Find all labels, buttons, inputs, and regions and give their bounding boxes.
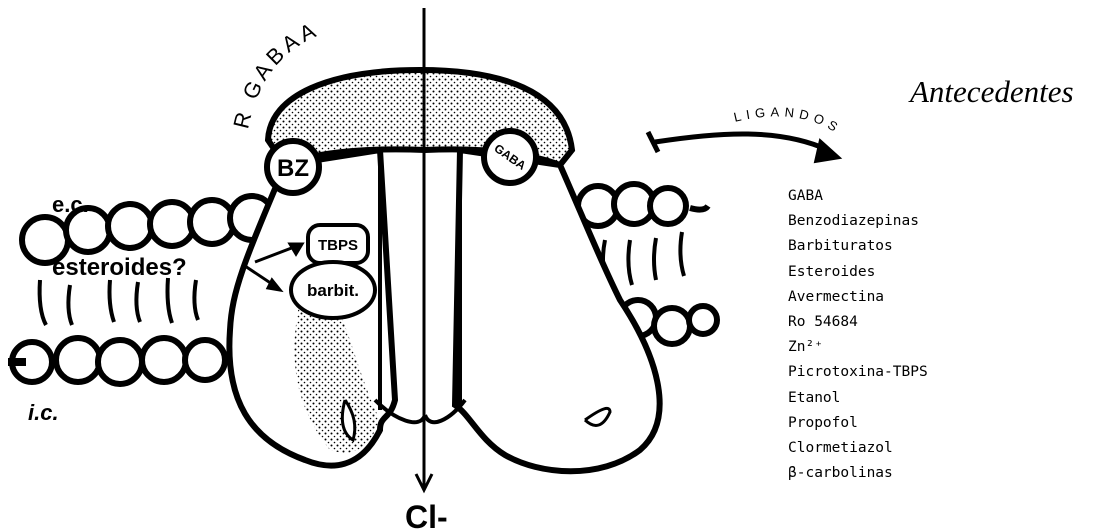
- ligand-item: Esteroides: [788, 260, 928, 285]
- tbps-site-label: TBPS: [318, 237, 358, 254]
- ligand-item: Picrotoxina-TBPS: [788, 360, 928, 385]
- ligand-item: Benzodiazepinas: [788, 209, 928, 234]
- chloride-ion-label: Cl-: [405, 499, 448, 530]
- esteroides-label: esteroides?: [52, 254, 187, 281]
- bz-site-label: BZ: [277, 155, 309, 182]
- ligand-item: Ro 54684: [788, 310, 928, 335]
- ligand-item: Clormetiazol: [788, 436, 928, 461]
- ligand-item: Propofol: [788, 411, 928, 436]
- ligandos-arrow: [648, 132, 840, 162]
- ligand-item: GABA: [788, 184, 928, 209]
- section-heading: Antecedentes: [910, 74, 1074, 110]
- ligand-item: Avermectina: [788, 285, 928, 310]
- ligand-list: GABA Benzodiazepinas Barbituratos Estero…: [788, 184, 928, 486]
- extracellular-label: e.c.: [52, 192, 89, 217]
- intracellular-label: i.c.: [28, 400, 59, 425]
- ligand-item: Barbituratos: [788, 234, 928, 259]
- barbit-site-label: barbit.: [307, 281, 359, 300]
- ligand-item: Zn²⁺: [788, 335, 928, 360]
- ligand-item: Etanol: [788, 386, 928, 411]
- ligand-item: β-carbolinas: [788, 461, 928, 486]
